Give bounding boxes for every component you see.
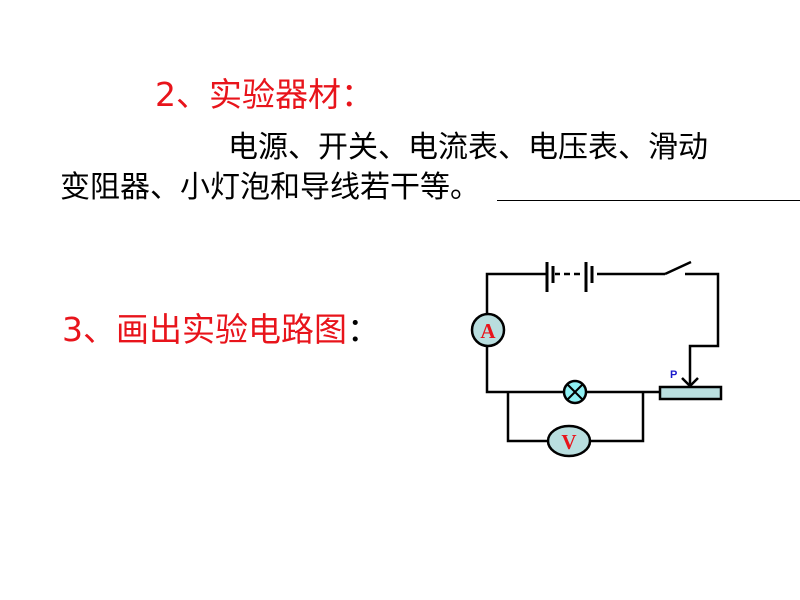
section-3-title-text: 3、画出实验电路图 <box>62 310 347 349</box>
equipment-text-line-2: 变阻器、小灯泡和导线若干等。 <box>60 170 480 205</box>
voltmeter: V <box>546 424 592 458</box>
lamp-icon <box>562 379 588 405</box>
section-3-colon: ： <box>347 310 380 349</box>
switch-blade <box>664 260 692 276</box>
ammeter-label: A <box>480 319 496 343</box>
battery-icon <box>545 262 594 292</box>
equipment-text-line-1: 电源、开关、电流表、电压表、滑动 <box>228 130 708 165</box>
section-3-title: 3、画出实验电路图： <box>62 313 380 346</box>
rheostat <box>658 385 723 401</box>
wires <box>485 260 720 443</box>
slider-label: P <box>670 369 677 381</box>
answer-blank-line <box>497 200 800 201</box>
voltmeter-label: V <box>561 430 576 454</box>
ammeter: A <box>470 312 506 348</box>
section-2-title: 2、实验器材： <box>155 75 374 114</box>
